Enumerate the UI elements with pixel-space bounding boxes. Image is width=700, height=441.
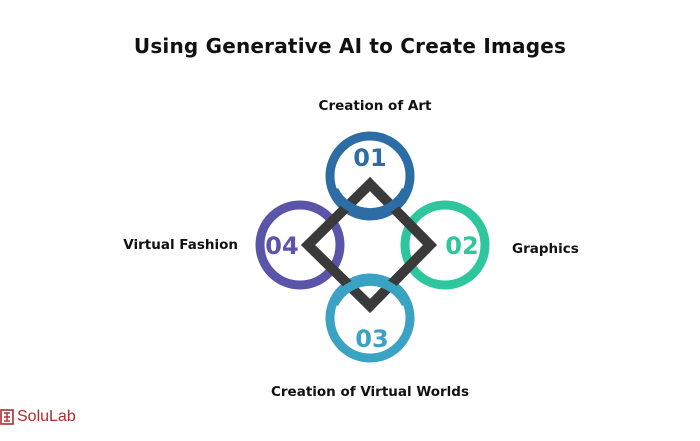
circle-step-04 [255, 200, 345, 290]
circle-step-02 [400, 200, 490, 290]
diamond-connector [300, 176, 438, 314]
step-label-virtual-fashion: Virtual Fashion [123, 237, 238, 253]
step-number-04: 04 [265, 232, 298, 260]
step-number-03: 03 [355, 325, 388, 353]
step-number-02: 02 [445, 232, 478, 260]
step-label-graphics: Graphics [512, 241, 579, 257]
ring-overlap-01 [329, 187, 411, 217]
brand-logo-text: SoluLab [17, 408, 76, 425]
page-title: Using Generative AI to Create Images [133, 34, 567, 58]
ring-overlap-03 [329, 277, 411, 307]
step-number-01: 01 [353, 144, 386, 172]
brand-logo: SoluLab [0, 406, 76, 428]
step-label-creation-of-virtual-worlds: Creation of Virtual Worlds [270, 384, 469, 400]
solulab-logo-icon [0, 409, 14, 425]
step-label-creation-of-art: Creation of Art [318, 98, 432, 114]
